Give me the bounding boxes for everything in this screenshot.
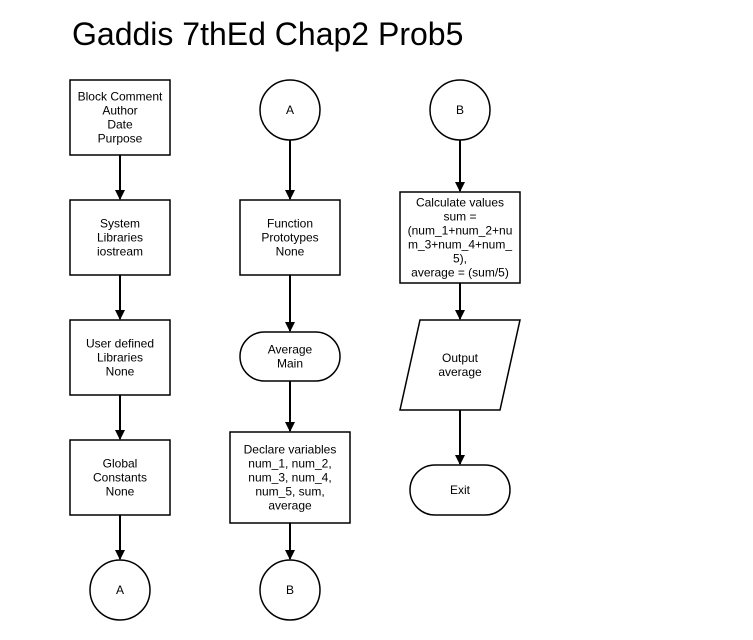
label-line: Declare variables: [244, 443, 337, 457]
node-connector-b-out: B: [259, 559, 321, 621]
label-line: None: [276, 245, 305, 259]
flowchart-edges: [115, 140, 465, 560]
label-line: A: [286, 103, 294, 117]
label-line: Block Comment: [78, 90, 163, 104]
label-line: Date: [107, 118, 133, 132]
label-line: B: [456, 103, 464, 117]
label-line: Calculate values: [416, 196, 504, 210]
label-line: Average: [268, 343, 313, 357]
label-line: Exit: [450, 483, 471, 497]
diagram-title: Gaddis 7thEd Chap2 Prob5: [72, 16, 464, 52]
label-line: Constants: [93, 471, 147, 485]
label-line: Libraries: [97, 351, 143, 365]
label-line: Author: [102, 104, 137, 118]
label-line: num_3, num_4,: [248, 471, 331, 485]
label-line: sum =: [443, 210, 476, 224]
label-line: (num_1+num_2+nu: [408, 224, 513, 238]
label-line: average: [268, 499, 312, 513]
label-line: Main: [277, 357, 303, 371]
label-line: num_1, num_2,: [248, 457, 331, 471]
label-line: iostream: [97, 245, 143, 259]
label-line: 5),: [453, 252, 467, 266]
node-exit: Exit: [409, 464, 511, 516]
label-line: Prototypes: [261, 231, 318, 245]
node-connector-b-out-label: B: [286, 583, 294, 597]
node-connector-a-in: A: [259, 79, 321, 141]
label-line: Function: [267, 217, 313, 231]
label-line: Global: [103, 457, 138, 471]
label-line: System: [100, 217, 140, 231]
label-line: User defined: [86, 337, 154, 351]
label-line: Libraries: [97, 231, 143, 245]
node-connector-a-out-label: A: [116, 583, 124, 597]
node-connector-b-in: B: [429, 79, 491, 141]
label-line: average: [438, 365, 482, 379]
node-exit-label: Exit: [450, 483, 471, 497]
label-line: Purpose: [98, 132, 143, 146]
label-line: num_5, sum,: [255, 485, 324, 499]
label-line: m_3+num_4+num_: [408, 238, 512, 252]
node-connector-a-out: A: [89, 559, 151, 621]
label-line: A: [116, 583, 124, 597]
label-line: average = (sum/5): [411, 266, 509, 280]
label-line: None: [106, 365, 135, 379]
label-line: Output: [442, 351, 479, 365]
node-connector-a-in-label: A: [286, 103, 294, 117]
label-line: None: [106, 485, 135, 499]
label-line: B: [286, 583, 294, 597]
node-connector-b-in-label: B: [456, 103, 464, 117]
